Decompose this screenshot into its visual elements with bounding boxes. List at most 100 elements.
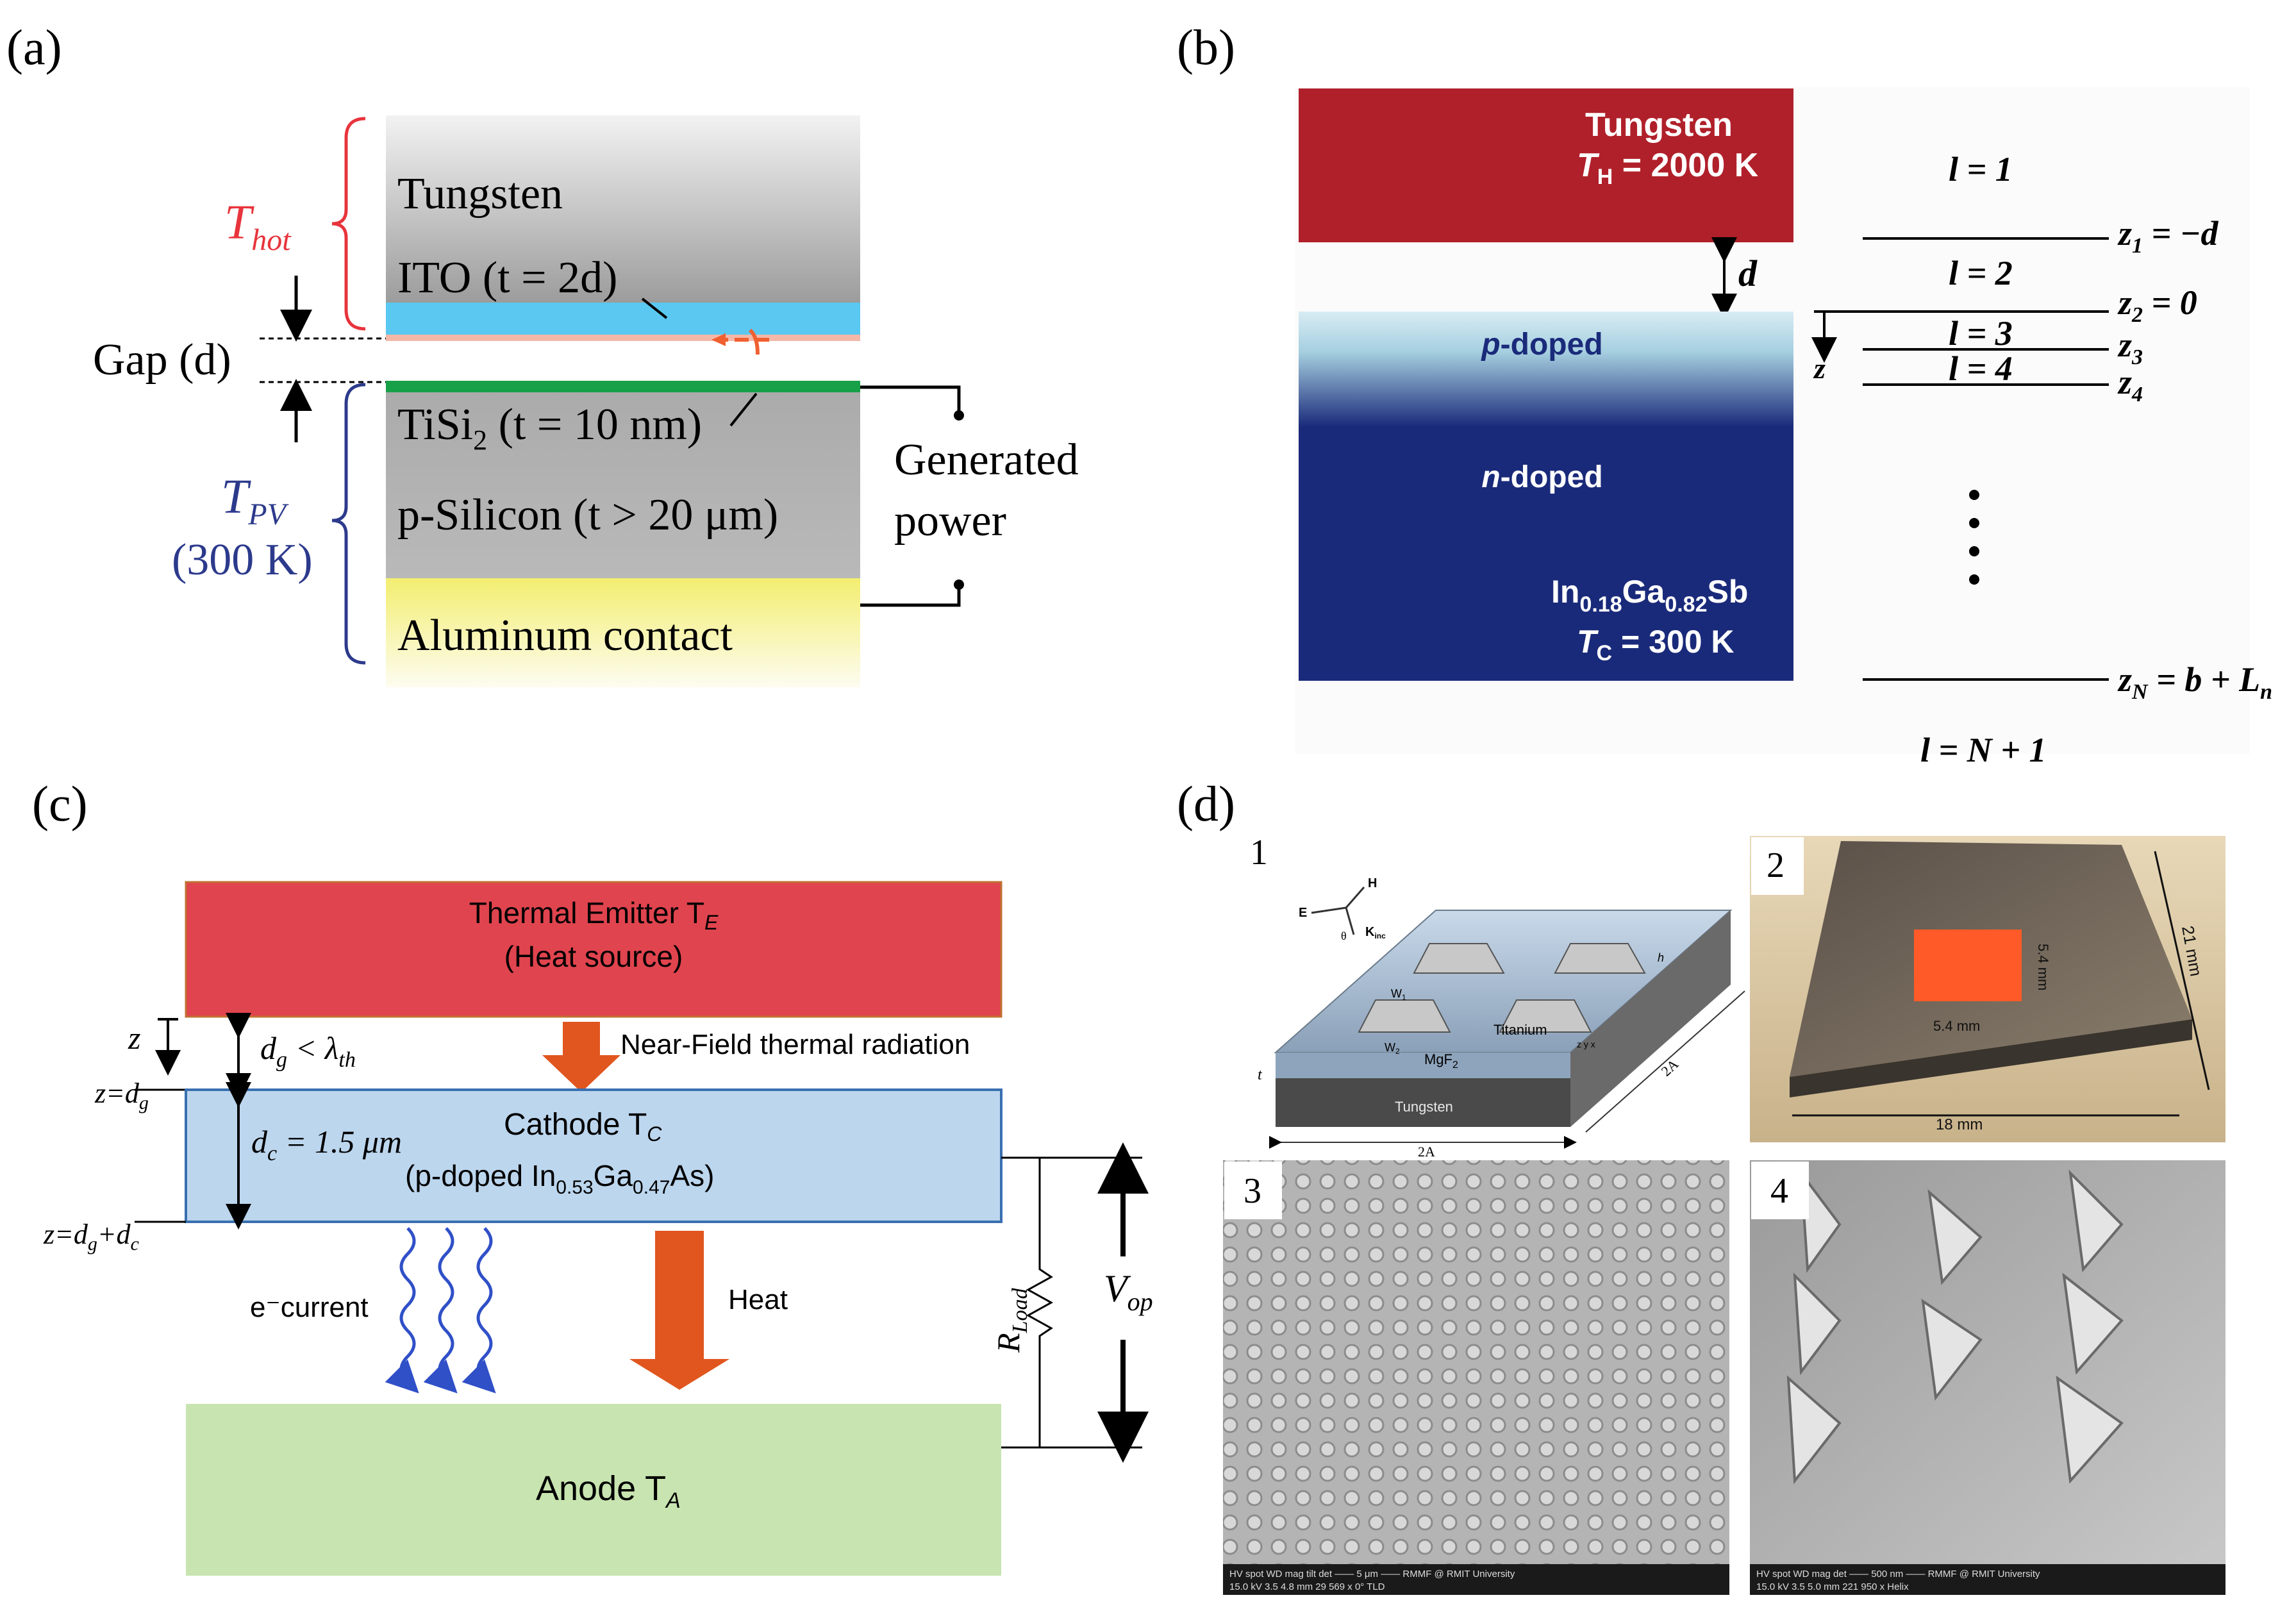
panel-b: Tungsten TH = 2000 K d p-doped n-doped I… (1295, 87, 2272, 769)
boundary-label-3: z3 (2117, 326, 2143, 369)
panel-label-b: (b) (1177, 19, 1235, 75)
titanium-pyramids (1358, 943, 1646, 1033)
ellipsis-dots (1969, 490, 1979, 585)
tisi2-layer (386, 381, 860, 392)
d-label: d (1738, 253, 1758, 294)
tisi2-leader-line (729, 392, 758, 427)
vop-label: Vop (1104, 1267, 1153, 1316)
dc-label: dc = 1.5 μm (251, 1124, 402, 1165)
dim-18: 18 mm (1936, 1116, 1983, 1133)
dim-2a-bottom: 2A (1418, 1144, 1435, 1160)
material-label: In0.18Ga0.82Sb (1551, 574, 1748, 617)
sem-info-bar-3 (1223, 1564, 1729, 1595)
mgf2-label: MgF2 (1424, 1051, 1458, 1071)
subpanel-1: 1 Titanium MgF2 Tungsten W1 W2 h t 2A 2A (1250, 833, 1745, 1160)
dim-54-horizontal: 5.4 mm (1933, 1018, 1980, 1034)
cathode (185, 1088, 1002, 1223)
psilicon-label: p-Silicon (t > 20 μm) (397, 490, 778, 540)
z-dg-label: z=dg (94, 1078, 149, 1113)
dim-2a-side-line (1585, 990, 1745, 1133)
n-doped-region (1299, 427, 1793, 681)
p-doped-region (1299, 312, 1793, 427)
h-field-label: H (1368, 876, 1377, 890)
t-hot-label: Thot (224, 196, 292, 257)
subpanel-2: 2 5.4 mm 5.4 mm 21 mm 18 mm (1750, 836, 2225, 1142)
ito-leader-line (641, 297, 668, 319)
t-pv-label: TPV (221, 470, 289, 531)
tisi2-label: TiSi2 (t = 10 nm) (397, 400, 702, 456)
z-label: z (1813, 352, 1826, 385)
heat-label: Heat (728, 1284, 788, 1315)
boundary-label-1: z1 = −d (2117, 214, 2219, 258)
w2-label: W2 (1385, 1041, 1400, 1056)
rload-label: RLoad (990, 1288, 1032, 1353)
t-label: t (1258, 1067, 1263, 1083)
cathode-material-label: (p-doped In0.53Ga0.47As) (405, 1159, 714, 1198)
emitter-patch (1914, 930, 2022, 1001)
cathode-label: Cathode TC (504, 1108, 662, 1146)
ray-icon (711, 328, 769, 355)
power-terminal-top (954, 410, 964, 421)
e-field-label: E (1299, 906, 1307, 920)
boundary-label-n: zN = b + Ln (2117, 660, 2272, 704)
subpanel-3-number-bg (1224, 1162, 1282, 1219)
layer-label-4: l = 4 (1949, 349, 2013, 388)
panel-c: Thermal Emitter TE (Heat source) z dg < … (43, 881, 1153, 1576)
sem-bar-4-header: HV spot WD mag det —— 500 nm —— RMMF @ R… (1756, 1569, 2040, 1580)
h-pyramid-label: h (1658, 951, 1664, 964)
gap-label: Gap (d) (93, 335, 231, 385)
subpanel-3-number: 3 (1244, 1171, 1261, 1211)
panel-label-a: (a) (6, 19, 62, 75)
dim-2a-side: 2A (1658, 1056, 1682, 1080)
sem-bar-3-values: 15.0 kV 3.5 4.8 mm 29 569 x 0° TLD (1229, 1581, 1385, 1592)
electron-current-waves (385, 1227, 496, 1394)
emitter-label-line2: (Heat source) (504, 940, 683, 973)
ito-layer (386, 303, 860, 335)
ito-bottom-stripe (386, 335, 860, 341)
dim-21-line (2154, 851, 2210, 1090)
pyramid-ridges (1786, 1169, 2124, 1485)
heat-arrow (629, 1231, 729, 1390)
t-pv-temp-label: (300 K) (172, 535, 313, 585)
tc-label: TC = 300 K (1577, 624, 1734, 665)
anode (186, 1404, 1001, 1576)
incidence-axes-icon (1311, 887, 1365, 935)
power-label: power (894, 496, 1006, 546)
power-terminal-bottom (954, 579, 964, 590)
load-circuit (1001, 1156, 1054, 1449)
pv-brace (331, 383, 366, 665)
slab-side-face (1570, 910, 1731, 1127)
panel-label-c: (c) (32, 776, 88, 831)
near-field-label: Near-Field thermal radiation (620, 1029, 970, 1060)
power-wire-bottom (860, 586, 961, 607)
sem-info-bar-4 (1750, 1564, 2225, 1595)
boundary-label-4: z4 (2117, 363, 2143, 406)
p-silicon-layer (386, 392, 860, 578)
generated-label: Generated (894, 435, 1079, 485)
k-inc-label: Kinc (1365, 925, 1386, 940)
power-wire-top (860, 385, 961, 413)
hot-brace (331, 117, 366, 331)
boundary-label-2: z2 = 0 (2117, 283, 2197, 327)
near-field-arrow (542, 1022, 620, 1092)
panel-label-d: (d) (1177, 776, 1235, 831)
device-front-edge (1790, 1019, 2192, 1097)
layer-label-3: l = 3 (1949, 314, 2013, 353)
emitter-label-line1: Thermal Emitter TE (469, 896, 719, 934)
aluminum-layer (386, 578, 860, 687)
axes-label: z y x (1577, 1039, 1595, 1049)
z-dgdc-label: z=dg+dc (43, 1219, 139, 1255)
tungsten-slab-label: Tungsten (1395, 1099, 1453, 1115)
theta-label: θ (1341, 930, 1347, 942)
electron-current-label: e⁻current (250, 1292, 369, 1323)
ito-label: ITO (t = 2d) (397, 253, 617, 303)
aluminum-label: Aluminum contact (397, 611, 733, 660)
layer-label-n: l = N + 1 (1920, 731, 2047, 769)
z-label-c: z (128, 1020, 140, 1056)
layer-label-1: l = 1 (1949, 150, 2013, 188)
subpanel-2-number: 2 (1767, 846, 1784, 885)
tungsten-block-label: Tungsten (1585, 106, 1733, 144)
layer-label-2: l = 2 (1949, 254, 2013, 292)
subpanel-3: 3 HV spot WD mag tilt det —— 5 μm —— RMM… (1223, 1160, 1729, 1595)
